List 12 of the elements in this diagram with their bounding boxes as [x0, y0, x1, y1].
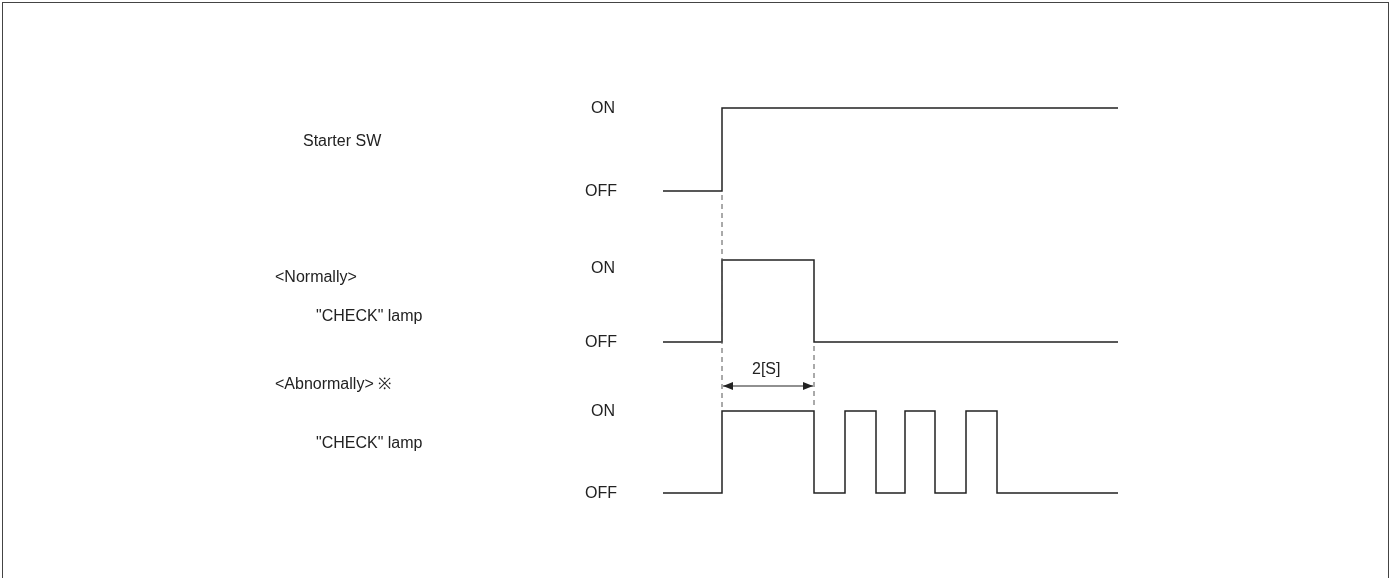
state-label: OFF	[585, 332, 617, 352]
signal-label: "CHECK" lamp	[316, 306, 423, 326]
state-label: ON	[591, 98, 615, 118]
state-label: ON	[591, 401, 615, 421]
dimension-label: 2[S]	[752, 359, 781, 379]
condition-label: <Abnormally> ※	[275, 374, 392, 394]
state-label: ON	[591, 258, 615, 278]
signal-label: Starter SW	[303, 131, 382, 151]
state-label: OFF	[585, 181, 617, 201]
state-label: OFF	[585, 483, 617, 503]
condition-label: <Normally>	[275, 267, 357, 287]
signal-label: "CHECK" lamp	[316, 433, 423, 453]
